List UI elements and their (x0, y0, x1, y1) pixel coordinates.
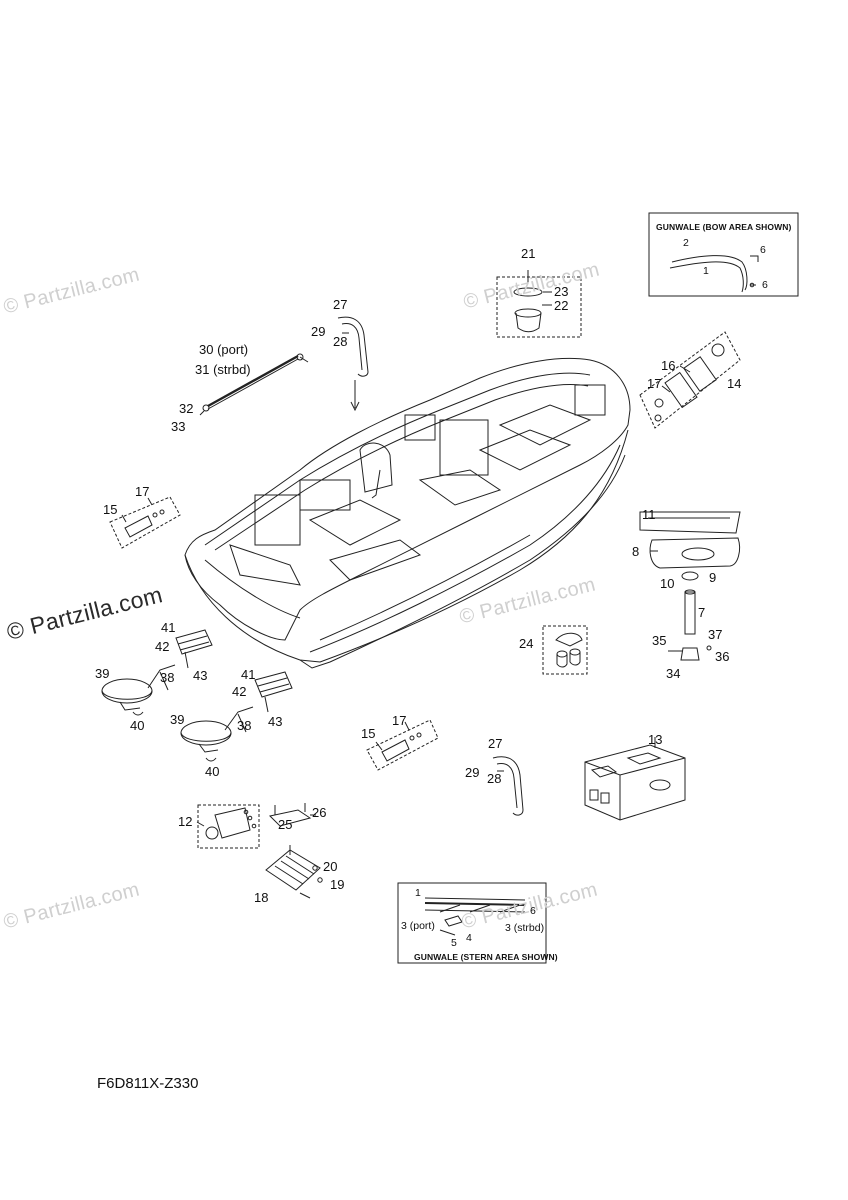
callout-10: 10 (660, 576, 675, 591)
callout-29: 29 (465, 765, 480, 780)
callout-38: 38 (237, 718, 252, 733)
callout-21: 21 (521, 246, 536, 261)
callout-label: 6 (762, 279, 768, 291)
gunwale-stern-inset (397, 882, 547, 964)
callout-17: 17 (647, 376, 662, 391)
ladder-drawing (265, 845, 323, 899)
callout-33: 33 (171, 419, 186, 434)
callout-11: 11 (642, 507, 656, 522)
callout-17: 17 (392, 713, 407, 728)
callout-14: 14 (727, 376, 742, 391)
callout-22: 22 (554, 298, 569, 313)
callout-43: 43 (193, 668, 208, 683)
bracket-group (268, 803, 316, 827)
callout-28: 28 (333, 334, 348, 349)
switch-plate-group (196, 804, 260, 849)
callout-28: 28 (487, 771, 502, 786)
callout-29: 29 (311, 324, 326, 339)
callout-40: 40 (205, 764, 220, 779)
cleat-group-lower (366, 719, 439, 771)
callout-42: 42 (232, 684, 247, 699)
callout-26: 26 (312, 805, 327, 820)
callout-31: 31 (strbd) (195, 362, 251, 377)
callout-27: 27 (488, 736, 503, 751)
callout-7: 7 (698, 605, 706, 620)
callout-36: 36 (715, 649, 730, 664)
callout-23: 23 (554, 284, 569, 299)
callout-30: 30 (port) (199, 342, 249, 357)
callout-19: 19 (330, 877, 345, 892)
grab-rail-rod (199, 353, 309, 416)
callout-15: 15 (361, 726, 376, 741)
callout-34: 34 (666, 666, 681, 681)
callout-label: 6 (530, 905, 536, 917)
callout-16: 16 (661, 358, 676, 373)
callout-35: 35 (652, 633, 667, 648)
callout-label: 6 (760, 244, 766, 256)
callout-40: 40 (130, 718, 145, 733)
callout-41: 41 (241, 667, 256, 682)
callout-27: 27 (333, 297, 348, 312)
cooler-drawing (584, 737, 686, 821)
callout-25: 25 (278, 817, 293, 832)
callout-label: 3 (port) (401, 920, 435, 932)
callout-41: 41 (161, 620, 176, 635)
callout-39: 39 (170, 712, 185, 727)
table-group (639, 511, 741, 661)
callout-43: 43 (268, 714, 283, 729)
cup-holder-group (496, 270, 582, 338)
callout-label: 4 (466, 932, 472, 944)
callout-12: 12 (178, 814, 193, 829)
callout-8: 8 (632, 544, 640, 559)
callout-9: 9 (709, 570, 717, 585)
inset-title-stern: GUNWALE (STERN AREA SHOWN) (414, 952, 558, 962)
boat-hull-drawing (184, 357, 631, 669)
callout-label: 1 (703, 265, 709, 277)
callout-32: 32 (179, 401, 194, 416)
callout-17: 17 (135, 484, 150, 499)
callout-label: 2 (683, 237, 689, 249)
callout-39: 39 (95, 666, 110, 681)
seat-pedestal-lower (180, 671, 293, 762)
deck-fitting-group (542, 625, 588, 675)
callout-20: 20 (323, 859, 338, 874)
callout-18: 18 (254, 890, 269, 905)
gunwale-bow-inset (648, 212, 799, 297)
callout-label: 5 (451, 937, 457, 949)
diagram-code: F6D811X-Z330 (97, 1075, 199, 1092)
grab-handle-top (337, 316, 369, 412)
grab-handle-lower (492, 756, 524, 816)
callout-38: 38 (160, 670, 175, 685)
callout-label: 1 (415, 887, 421, 899)
callout-37: 37 (708, 627, 723, 642)
callout-42: 42 (155, 639, 170, 654)
inset-title-bow: GUNWALE (BOW AREA SHOWN) (656, 222, 792, 232)
cleat-group-left (109, 496, 181, 549)
seat-pedestal-upper (101, 629, 213, 716)
callout-13: 13 (648, 732, 663, 747)
cleat-group-right (639, 331, 741, 429)
callout-15: 15 (103, 502, 118, 517)
callout-24: 24 (519, 636, 534, 651)
callout-label: 3 (strbd) (505, 922, 545, 934)
